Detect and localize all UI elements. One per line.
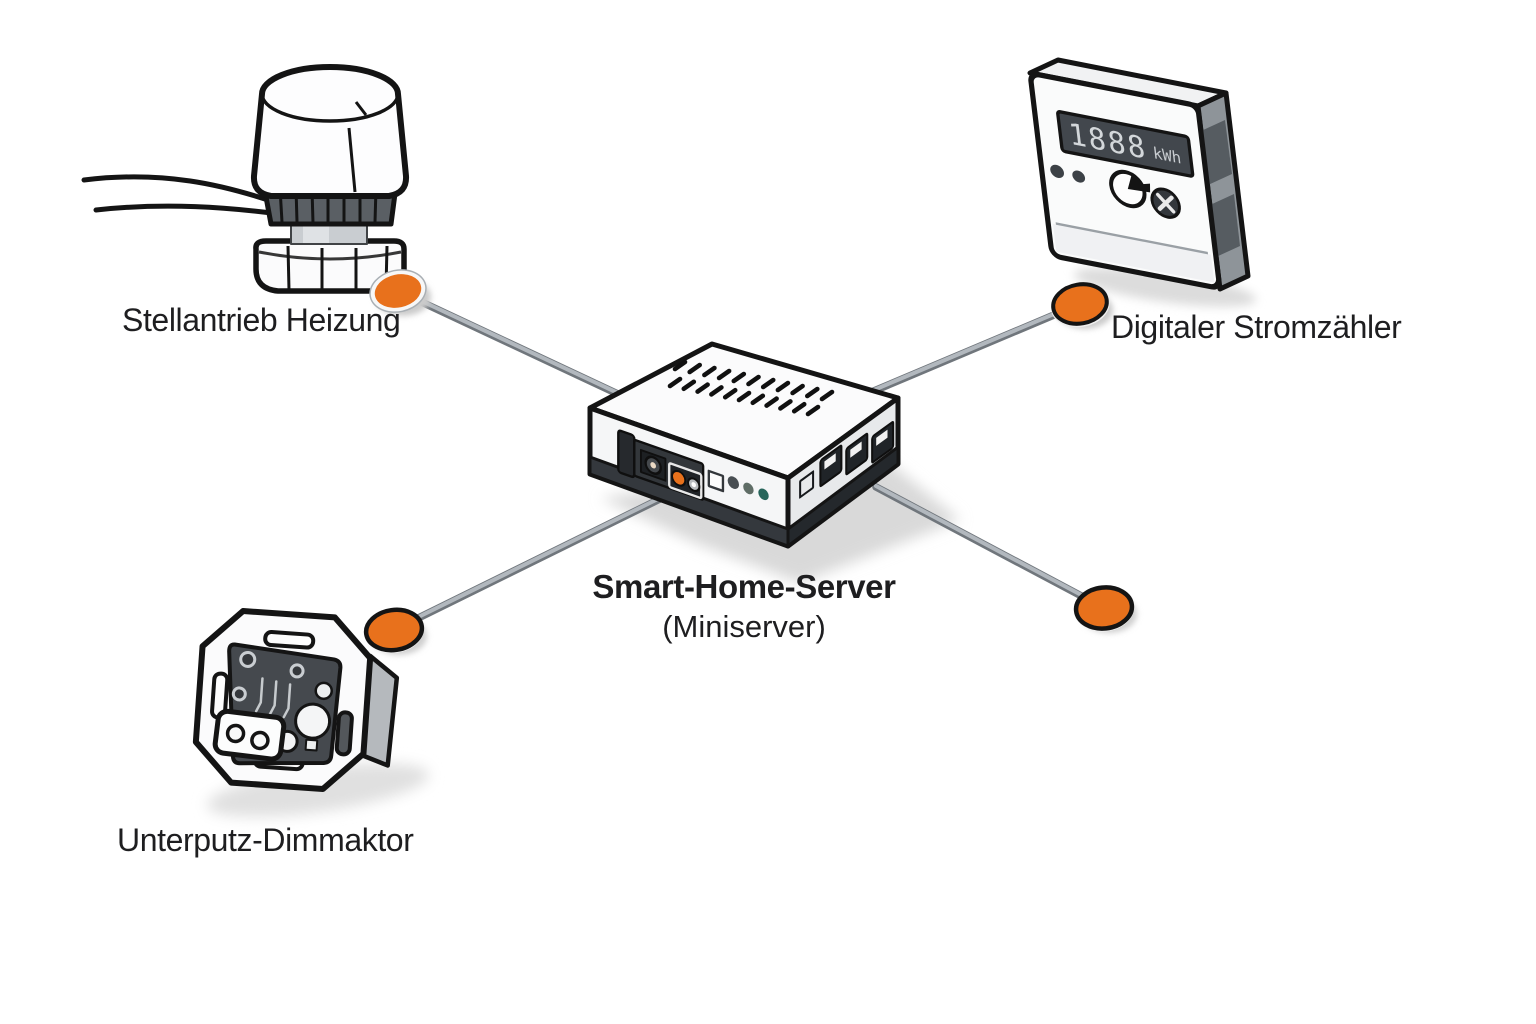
frame-slot-top [263,630,316,650]
optical-eye [1109,169,1151,209]
cable-1 [81,174,271,203]
lan-port-1 [819,444,843,488]
meter-led-2 [1072,170,1086,183]
dimmer-label: Unterputz-Dimmaktor [117,822,414,858]
power-jack-pin [650,462,657,469]
frame-slot-right [334,710,354,757]
dimmer-illustration [192,608,400,792]
terminal-hole-1 [225,723,246,744]
screw [1150,187,1181,219]
status-led-1 [727,476,739,489]
io-gray-port-pin [691,482,696,488]
hub-label-block: Smart-Home-Server (Miniserver) [544,568,944,645]
connection-node-heating [369,269,431,316]
side-small-square [799,470,815,499]
cable-2 [93,203,275,216]
server-side-ports [799,420,895,499]
panel-hole-large [294,702,332,740]
connection-line-dimmer [390,490,674,634]
cap-seam [347,127,357,193]
meter-front-face: 1888 kWh [1028,71,1222,290]
hub-subtitle: (Miniserver) [662,609,826,644]
meter-lower-strip [1052,223,1215,283]
panel-component-square [304,738,319,752]
connection-lines [390,287,1108,634]
io-orange-port [671,469,687,487]
meter-side-tab-2 [1210,194,1240,257]
cap-seam-2 [354,101,368,116]
connection-node-meter [1051,282,1113,329]
meter-illustration: 1888 kWh [1027,57,1251,292]
actuator-nut [253,238,407,294]
lcd-display [1056,110,1195,178]
reset-square [707,469,725,493]
heating-actuator-illustration [81,64,410,294]
connection-line-open [872,483,1108,612]
meter-side-tab-1 [1201,120,1232,185]
status-led-3 [758,488,769,501]
server-front-panel [617,429,769,501]
actuator-cap [250,64,410,199]
lan-port-3 [871,420,895,464]
connection-nodes [363,269,1137,655]
meter-led-1 [1050,164,1064,178]
server-base-right [786,445,900,548]
server-illustration [587,341,901,549]
panel-screw-3 [231,686,247,702]
panel-pins [254,677,292,719]
terminal-block [212,708,287,762]
cap-rim [260,93,400,123]
lan-port-2 [845,432,869,476]
connection-node-open [1073,585,1137,633]
power-meter-label: Digitaler Stromzähler [1111,309,1402,345]
terminal-hole-2 [250,730,270,751]
connection-line-heating [394,287,656,414]
meter-seam [1055,222,1209,255]
meter-shadow [1073,267,1257,307]
heating-actuator-label: Stellantrieb Heizung [122,302,401,338]
panel-screw-2 [289,663,305,679]
panel-screw-1 [239,650,257,668]
status-led-2 [743,482,754,495]
panel-hole-small [314,681,333,701]
connection-node-dimmer [363,607,427,655]
connection-line-meter [858,300,1084,400]
front-bracket [617,429,636,479]
hub-title: Smart-Home-Server [592,568,896,605]
